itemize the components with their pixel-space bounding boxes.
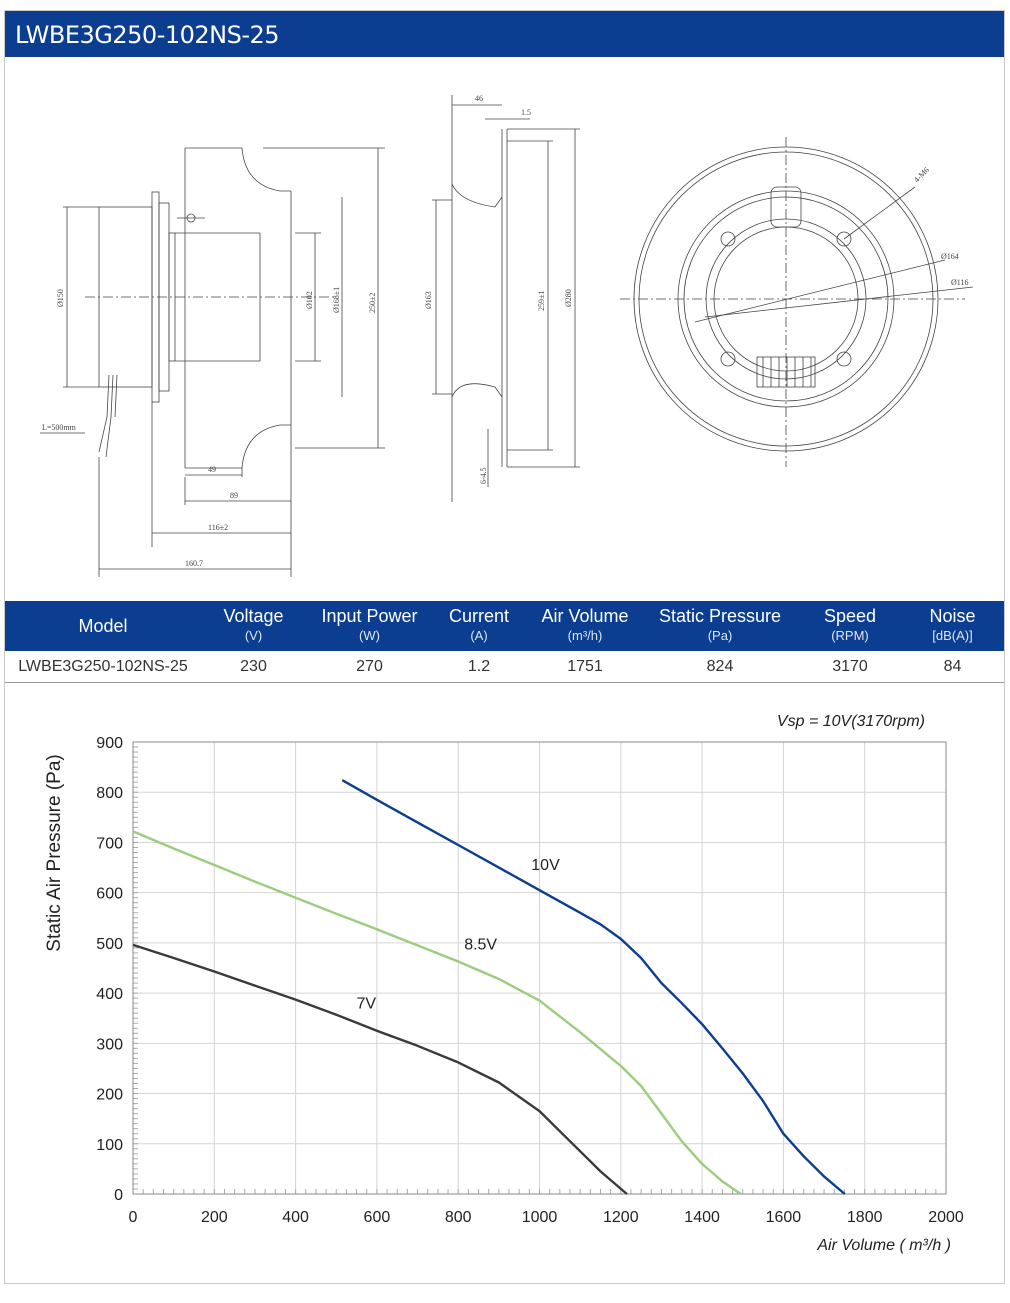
header-label: Voltage <box>223 606 284 626</box>
minor-ticks <box>132 741 947 1195</box>
cell-model: LWBE3G250-102NS-25 <box>18 658 188 675</box>
series-line-8.5V <box>132 830 742 1195</box>
x-tick-label: 200 <box>201 1209 228 1226</box>
x-tick-label: 800 <box>445 1209 472 1226</box>
header-current: Current (A) <box>433 601 525 651</box>
header-unit: (RPM) <box>831 628 869 643</box>
header-speed: Speed (RPM) <box>795 601 905 651</box>
series-line-10V <box>341 779 846 1195</box>
cell-static-pressure: 824 <box>706 658 734 675</box>
spec-table-row: LWBE3G250-102NS-25 230 270 1.2 1751 824 … <box>5 651 1004 683</box>
chart-annotation: Vsp = 10V(3170rpm) <box>777 713 925 730</box>
dim-d168: Ø168±1 <box>332 287 341 313</box>
dim-d164: Ø164 <box>941 252 959 261</box>
dim-holes: 4-M6 <box>912 165 931 184</box>
x-tick-label: 1200 <box>603 1209 639 1226</box>
header-air-volume: Air Volume (m³/h) <box>525 601 645 651</box>
cell-current: 1.2 <box>467 658 491 675</box>
header-static-pressure: Static Pressure (Pa) <box>645 601 795 651</box>
header-label: Model <box>78 616 128 636</box>
y-tick-label: 500 <box>96 936 123 953</box>
header-voltage: Voltage (V) <box>201 601 306 651</box>
dim-d163: Ø163 <box>424 291 433 309</box>
header-label: Input Power <box>321 606 418 626</box>
dim-w116: 116±2 <box>208 523 228 532</box>
profile-view <box>432 95 580 502</box>
cell-input-power: 270 <box>356 658 383 675</box>
header-label: Static Pressure <box>658 606 782 626</box>
x-tick-label: 1000 <box>522 1209 558 1226</box>
header-unit: (V) <box>244 628 263 643</box>
profile-view-labels: 46 1.5 Ø163 259±1 Ø280 6-4.5 <box>424 94 573 484</box>
y-tick-label: 400 <box>96 986 123 1003</box>
dim-cable: L=500mm <box>42 423 77 432</box>
page-title: LWBE3G250-102NS-25 <box>15 21 280 49</box>
y-tick-label: 200 <box>96 1087 123 1104</box>
x-tick-label: 1400 <box>684 1209 720 1226</box>
header-label: Air Volume <box>541 606 629 626</box>
x-tick-label: 600 <box>364 1209 391 1226</box>
x-tick-label: 1600 <box>766 1209 802 1226</box>
header-unit: (m³/h) <box>567 628 603 643</box>
header-unit: [dB(A)] <box>932 628 973 643</box>
series-label-10V: 10V <box>531 857 560 874</box>
header-input-power: Input Power (W) <box>306 601 433 651</box>
tick-labels: 0 200 400 600 800 1000 1200 1400 1600 1800 2000 0 10… <box>96 735 964 1226</box>
side-view-labels: Ø150 Ø102 Ø168±1 250±2 L=500mm 49 89 116… <box>42 287 377 568</box>
page-frame <box>4 10 1005 1284</box>
performance-chart: 0 200 400 600 800 1000 1200 1400 1600 1800 2000 0 10… <box>5 690 1004 1280</box>
x-axis-label: Air Volume ( m³/h ) <box>816 1237 951 1254</box>
cell-air-volume: 1751 <box>567 658 603 675</box>
y-tick-label: 800 <box>96 785 123 802</box>
series-line-7V <box>132 943 628 1195</box>
dim-gap: 6-4.5 <box>479 467 488 484</box>
header-label: Current <box>448 606 510 626</box>
y-axis-label: Static Air Pressure (Pa) <box>44 754 65 951</box>
dim-top15: 1.5 <box>521 108 531 117</box>
cell-speed: 3170 <box>832 658 868 675</box>
y-tick-label: 700 <box>96 835 123 852</box>
x-tick-label: 2000 <box>928 1209 964 1226</box>
cell-voltage: 230 <box>240 658 267 675</box>
x-tick-label: 1800 <box>847 1209 883 1226</box>
dim-d150: Ø150 <box>56 289 65 307</box>
dim-w160: 160.7 <box>185 559 203 568</box>
y-tick-label: 0 <box>114 1187 123 1204</box>
series-label-8.5V: 8.5V <box>464 936 497 953</box>
dim-w49: 49 <box>208 465 216 474</box>
dim-top46: 46 <box>475 94 483 103</box>
side-view <box>40 147 385 577</box>
y-tick-label: 300 <box>96 1036 123 1053</box>
dim-w89: 89 <box>230 491 238 500</box>
dim-d280: Ø280 <box>564 289 573 307</box>
header-noise: Noise [dB(A)] <box>905 601 1000 651</box>
dim-d116: Ø116 <box>951 278 968 287</box>
series-lines: 10V 8.5V 7V <box>132 779 846 1195</box>
y-tick-label: 600 <box>96 886 123 903</box>
technical-drawing: Ø150 Ø102 Ø168±1 250±2 L=500mm 49 89 116… <box>5 57 1004 600</box>
title-bar: LWBE3G250-102NS-25 <box>5 11 1004 57</box>
chart-svg: 0 200 400 600 800 1000 1200 1400 1600 1800 2000 0 10… <box>44 713 964 1254</box>
front-view <box>620 137 974 467</box>
y-tick-label: 900 <box>96 735 123 752</box>
dim-d259: 259±1 <box>537 291 546 311</box>
x-tick-label: 400 <box>282 1209 309 1226</box>
series-label-7V: 7V <box>356 995 376 1012</box>
header-unit: (Pa) <box>707 628 733 643</box>
grid <box>132 741 947 1195</box>
dim-d250: 250±2 <box>368 293 377 313</box>
x-tick-label: 0 <box>129 1209 138 1226</box>
header-unit: (A) <box>470 628 488 643</box>
header-label: Noise <box>929 606 976 626</box>
plot-border <box>132 741 947 1195</box>
header-model: Model <box>5 601 201 651</box>
y-tick-label: 100 <box>96 1137 123 1154</box>
spec-table-header: Model Voltage (V) Input Power (W) Curren… <box>5 601 1004 651</box>
dim-d102: Ø102 <box>305 291 314 309</box>
header-label: Speed <box>823 606 877 626</box>
front-view-labels: 4-M6 Ø164 Ø116 <box>912 165 968 287</box>
cell-noise: 84 <box>943 658 962 675</box>
header-unit: (W) <box>359 628 380 643</box>
